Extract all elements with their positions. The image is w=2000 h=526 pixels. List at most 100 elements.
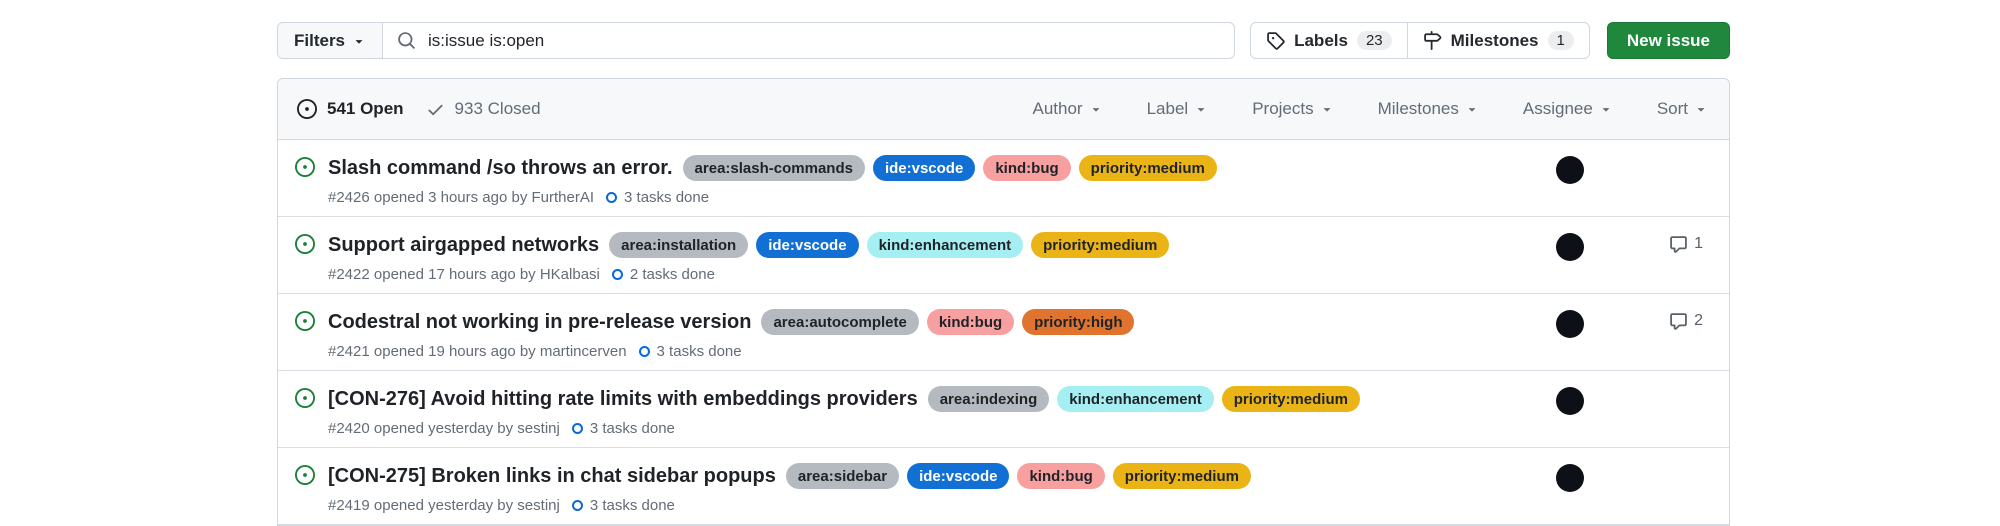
issue-title[interactable]: Support airgapped networks [328,233,600,256]
header-filter-milestones[interactable]: Milestones [1378,99,1479,119]
tasks-done-label: 2 tasks done [629,266,715,283]
triangle-down-icon [352,34,366,48]
header-filter-sort[interactable]: Sort [1657,99,1708,119]
comments-column [1599,463,1729,524]
new-issue-button[interactable]: New issue [1606,22,1730,59]
issue-label[interactable]: kind:bug [1017,463,1105,489]
issues-toolbar: Filters Labels 23 [277,22,1730,59]
search-input[interactable] [426,29,1221,52]
search-field [383,23,1234,58]
issue-label[interactable]: area:sidebar [785,463,900,489]
assignee-avatar[interactable] [1556,464,1584,492]
issue-row-main: Codestral not working in pre-release ver… [328,309,1541,370]
issue-meta-text: #2421 opened 19 hours ago by martincerve… [328,343,627,360]
issue-title[interactable]: [CON-276] Avoid hitting rate limits with… [328,387,918,410]
labels-button[interactable]: Labels 23 [1251,23,1407,58]
issue-meta-text: #2426 opened 3 hours ago by FurtherAI [328,189,595,206]
issue-label[interactable]: priority:medium [1031,232,1170,258]
issue-row-main: Slash command /so throws an error. area:… [328,155,1541,216]
issue-row-main: Support airgapped networks area:installa… [328,232,1541,293]
issue-row: Slash command /so throws an error. area:… [278,140,1729,217]
assignee-avatar[interactable] [1556,156,1584,184]
issue-row: Codestral not working in pre-release ver… [278,294,1729,371]
issue-label[interactable]: kind:enhancement [1057,386,1214,412]
milestones-button[interactable]: Milestones 1 [1406,23,1589,58]
issue-title-line: Slash command /so throws an error. area:… [328,155,1541,181]
comment-count-link[interactable]: 2 [1669,312,1703,370]
issue-opened-icon [295,234,315,293]
issue-label[interactable]: area:autocomplete [761,309,919,335]
comment-count: 2 [1694,312,1703,329]
assignee-column [1541,386,1599,447]
issue-title[interactable]: Codestral not working in pre-release ver… [328,310,752,333]
comment-icon [1669,235,1688,254]
labels-button-label: Labels [1294,30,1348,50]
tasks-progress-link[interactable]: 3 tasks done [571,497,675,514]
issue-labels: area:indexing kind:enhancement priority:me… [927,386,1360,412]
issue-label[interactable]: priority:medium [1112,463,1251,489]
assignee-avatar[interactable] [1556,387,1584,415]
issue-label[interactable]: kind:bug [926,309,1015,335]
triangle-down-icon [1320,102,1334,116]
milestone-icon [1423,31,1442,50]
issue-opened-icon [295,388,315,447]
issue-row-main: [CON-275] Broken links in chat sidebar p… [328,463,1541,524]
tasks-progress-link[interactable]: 2 tasks done [611,266,715,283]
comments-column [1599,155,1729,216]
issue-title-line: Support airgapped networks area:installa… [328,232,1541,258]
triangle-down-icon [1599,102,1613,116]
issue-label[interactable]: area:slash-commands [682,155,865,181]
filters-button[interactable]: Filters [278,23,384,58]
tasks-done-label: 3 tasks done [589,420,675,437]
comment-icon [1669,312,1688,331]
issues-list-header: 541 Open 933 Closed Author Label Project… [278,79,1729,140]
issue-label[interactable]: priority:medium [1078,155,1217,181]
tasks-progress-link[interactable]: 3 tasks done [571,420,675,437]
filters-button-label: Filters [294,30,346,50]
comments-column: 2 [1599,309,1729,370]
issue-label[interactable]: area:indexing [927,386,1050,412]
closed-issues-filter[interactable]: 933 Closed [426,99,541,119]
issue-label[interactable]: kind:enhancement [866,232,1024,258]
issue-meta-line: #2422 opened 17 hours ago by HKalbasi 2 … [328,266,1541,283]
issue-title[interactable]: Slash command /so throws an error. [328,156,673,179]
issue-label[interactable]: kind:bug [983,155,1071,181]
tasks-done-label: 3 tasks done [624,189,710,206]
assignee-avatar[interactable] [1556,310,1584,338]
issue-label[interactable]: ide:vscode [907,463,1010,489]
issue-label[interactable]: area:installation [609,232,749,258]
tasks-progress-link[interactable]: 3 tasks done [638,343,742,360]
issue-opened-icon [297,99,317,119]
issue-label[interactable]: ide:vscode [756,232,859,258]
issue-meta-text: #2422 opened 17 hours ago by HKalbasi [328,266,600,283]
issue-labels: area:sidebar ide:vscode kind:bug priority:m… [785,463,1251,489]
header-filter-projects[interactable]: Projects [1252,99,1333,119]
issues-list: 541 Open 933 Closed Author Label Project… [277,78,1730,526]
issue-meta-line: #2426 opened 3 hours ago by FurtherAI 3 … [328,189,1541,206]
header-filter-label[interactable]: Label [1147,99,1209,119]
issue-labels: area:installation ide:vscode kind:enhancem… [609,232,1170,258]
open-count-label: 541 Open [327,99,404,118]
header-filter-author[interactable]: Author [1032,99,1102,119]
triangle-down-icon [1465,102,1479,116]
issue-title-line: [CON-276] Avoid hitting rate limits with… [328,386,1541,412]
open-issues-filter[interactable]: 541 Open [297,99,404,119]
issue-row: [CON-275] Broken links in chat sidebar p… [278,448,1729,525]
issue-label[interactable]: priority:medium [1221,386,1360,412]
search-icon [397,31,416,50]
tasks-done-label: 3 tasks done [656,343,742,360]
assignee-column [1541,309,1599,370]
issue-label[interactable]: ide:vscode [872,155,976,181]
issue-label[interactable]: priority:high [1022,309,1135,335]
comment-count-link[interactable]: 1 [1669,235,1703,293]
issue-meta-line: #2419 opened yesterday by sestinj 3 task… [328,497,1541,514]
labels-count-badge: 23 [1356,31,1392,50]
issue-title[interactable]: [CON-275] Broken links in chat sidebar p… [328,464,776,487]
issue-meta-text: #2419 opened yesterday by sestinj [328,497,560,514]
issue-labels: area:slash-commands ide:vscode kind:bug pri… [682,155,1217,181]
tasklist-ring-icon [606,192,618,203]
assignee-avatar[interactable] [1556,233,1584,261]
tasklist-ring-icon [571,423,583,434]
header-filter-assignee[interactable]: Assignee [1523,99,1613,119]
tasks-progress-link[interactable]: 3 tasks done [606,189,709,206]
